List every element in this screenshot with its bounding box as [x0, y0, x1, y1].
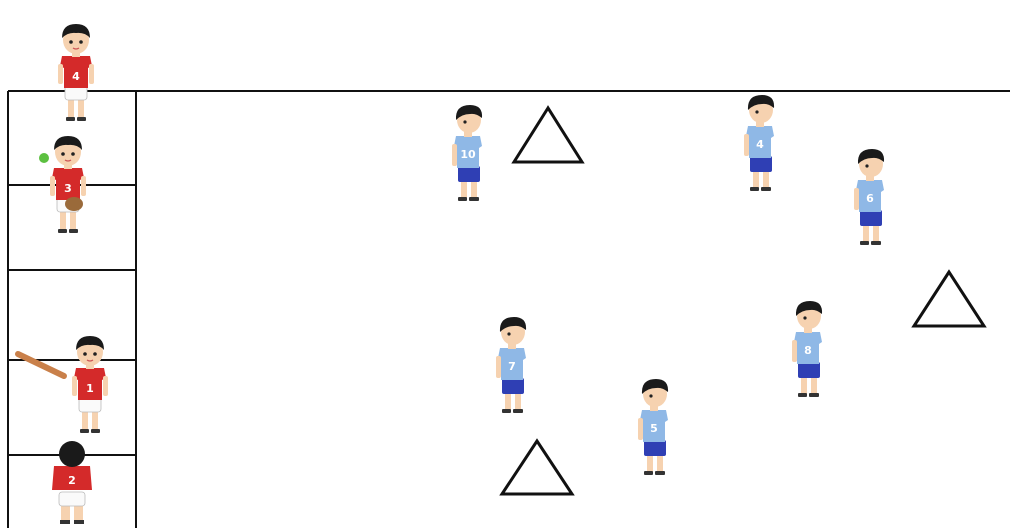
ball-icon	[39, 153, 49, 163]
svg-text:1: 1	[86, 382, 94, 395]
fielder-10: 10	[452, 105, 482, 201]
bat-icon	[18, 354, 64, 376]
batting-player-4: 4	[58, 24, 94, 121]
svg-text:6: 6	[866, 192, 874, 205]
svg-text:2: 2	[68, 474, 76, 487]
svg-text:5: 5	[650, 422, 658, 435]
glove-icon	[65, 197, 83, 211]
svg-text:8: 8	[804, 344, 812, 357]
svg-text:4: 4	[756, 138, 764, 151]
svg-text:4: 4	[72, 70, 80, 83]
fielder-7: 7	[496, 317, 526, 413]
fielder-6: 6	[854, 149, 884, 245]
fielder-4: 4	[744, 95, 774, 191]
cone-marker-bottom	[502, 441, 572, 494]
batting-player-1: 1	[18, 336, 108, 433]
cone-marker-top	[514, 108, 582, 162]
fielder-5: 5	[638, 379, 668, 475]
svg-text:3: 3	[64, 182, 72, 195]
svg-text:7: 7	[508, 360, 516, 373]
svg-text:10: 10	[460, 148, 476, 161]
cone-marker-right	[914, 272, 984, 326]
batting-player-2: 2	[52, 441, 92, 524]
fielder-8: 8	[792, 301, 822, 397]
